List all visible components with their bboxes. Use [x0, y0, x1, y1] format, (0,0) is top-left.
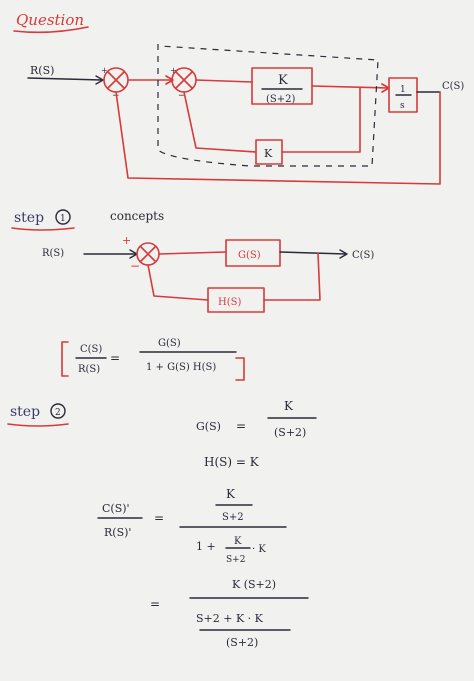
step1-label: step — [14, 210, 44, 226]
svg-text:S+2: S+2 — [226, 555, 245, 565]
step2-label: step — [10, 404, 40, 420]
svg-text:K: K — [234, 536, 242, 547]
svg-text:K: K — [226, 487, 236, 501]
inner-loop-dashed-box — [157, 44, 379, 167]
general-feedback-diagram: R(S) + − G(S) C(S) H(S) — [42, 234, 374, 313]
summing-junction-1: + − — [101, 66, 129, 101]
svg-text:S+2 + K · K: S+2 + K · K — [196, 612, 264, 625]
h-definition: H(S) = K — [204, 455, 260, 469]
svg-text:R(S): R(S) — [78, 364, 100, 375]
step1-number-circle: 1 — [55, 209, 71, 225]
step1-underline — [11, 227, 75, 231]
g-block: G(S) — [225, 239, 281, 267]
svg-text:G(S): G(S) — [158, 338, 181, 349]
svg-text:−: − — [178, 91, 186, 101]
svg-text:· K: · K — [252, 544, 266, 555]
svg-text:K: K — [278, 73, 288, 88]
outer-feedback-path — [115, 91, 441, 185]
svg-text:K: K — [284, 399, 294, 413]
question-title: Question — [16, 11, 84, 29]
derivation-step-a: C(S)' R(S)' = K S+2 1 + K S+2 · K — [97, 487, 287, 565]
inner-feedback-block: K — [255, 139, 283, 165]
g-definition: G(S) = K (S+2) — [196, 399, 317, 439]
title-underline — [13, 26, 89, 34]
svg-text:G(S): G(S) — [238, 250, 261, 261]
h-block: H(S) — [207, 287, 265, 313]
svg-text:=: = — [236, 419, 246, 433]
svg-text:=: = — [154, 511, 164, 525]
svg-text:G(S): G(S) — [196, 420, 221, 433]
step1-input-label: R(S) — [42, 248, 64, 259]
svg-text:1 + G(S) H(S): 1 + G(S) H(S) — [146, 362, 216, 373]
svg-text:H(S): H(S) — [218, 297, 241, 308]
inner-feedback-path — [281, 87, 361, 153]
step1-output-label: C(S) — [352, 250, 374, 261]
svg-text:=: = — [110, 351, 120, 365]
summing-junction — [136, 242, 160, 266]
svg-text:S+2: S+2 — [222, 512, 244, 523]
svg-text:(S+2): (S+2) — [274, 426, 306, 439]
integrator-block: 1 s — [388, 77, 418, 113]
svg-text:(S+2): (S+2) — [266, 94, 295, 105]
input-line — [27, 77, 103, 81]
forward-block: K (S+2) — [251, 67, 313, 105]
svg-text:1: 1 — [400, 85, 406, 95]
derivation-step-b: = K (S+2) S+2 + K · K (S+2) — [150, 578, 309, 649]
closed-loop-formula: C(S) R(S) = G(S) 1 + G(S) H(S) — [61, 338, 245, 381]
question-block-diagram: R(S) + − + − K (S+2) — [27, 44, 464, 185]
concepts-label: concepts — [110, 209, 164, 223]
step2-underline — [7, 423, 69, 427]
output-label: C(S) — [442, 81, 464, 92]
svg-text:C(S): C(S) — [80, 344, 102, 355]
svg-text:+: + — [170, 66, 177, 75]
step2-number-circle: 2 — [50, 403, 66, 419]
svg-text:+: + — [122, 234, 131, 247]
summing-junction-2: + − — [170, 66, 197, 101]
svg-text:1 +: 1 + — [196, 540, 216, 553]
input-arrow — [95, 75, 104, 85]
svg-text:C(S)': C(S)' — [102, 502, 130, 515]
svg-text:(S+2): (S+2) — [226, 636, 258, 649]
svg-text:K (S+2): K (S+2) — [232, 578, 276, 591]
svg-text:1: 1 — [60, 214, 66, 224]
svg-text:s: s — [400, 101, 405, 111]
svg-text:2: 2 — [55, 408, 61, 418]
svg-text:K: K — [264, 147, 273, 160]
svg-text:R(S)': R(S)' — [104, 526, 131, 539]
input-label: R(S) — [30, 64, 54, 77]
svg-text:=: = — [150, 597, 160, 611]
svg-text:+: + — [101, 66, 108, 75]
svg-text:−: − — [130, 259, 140, 273]
